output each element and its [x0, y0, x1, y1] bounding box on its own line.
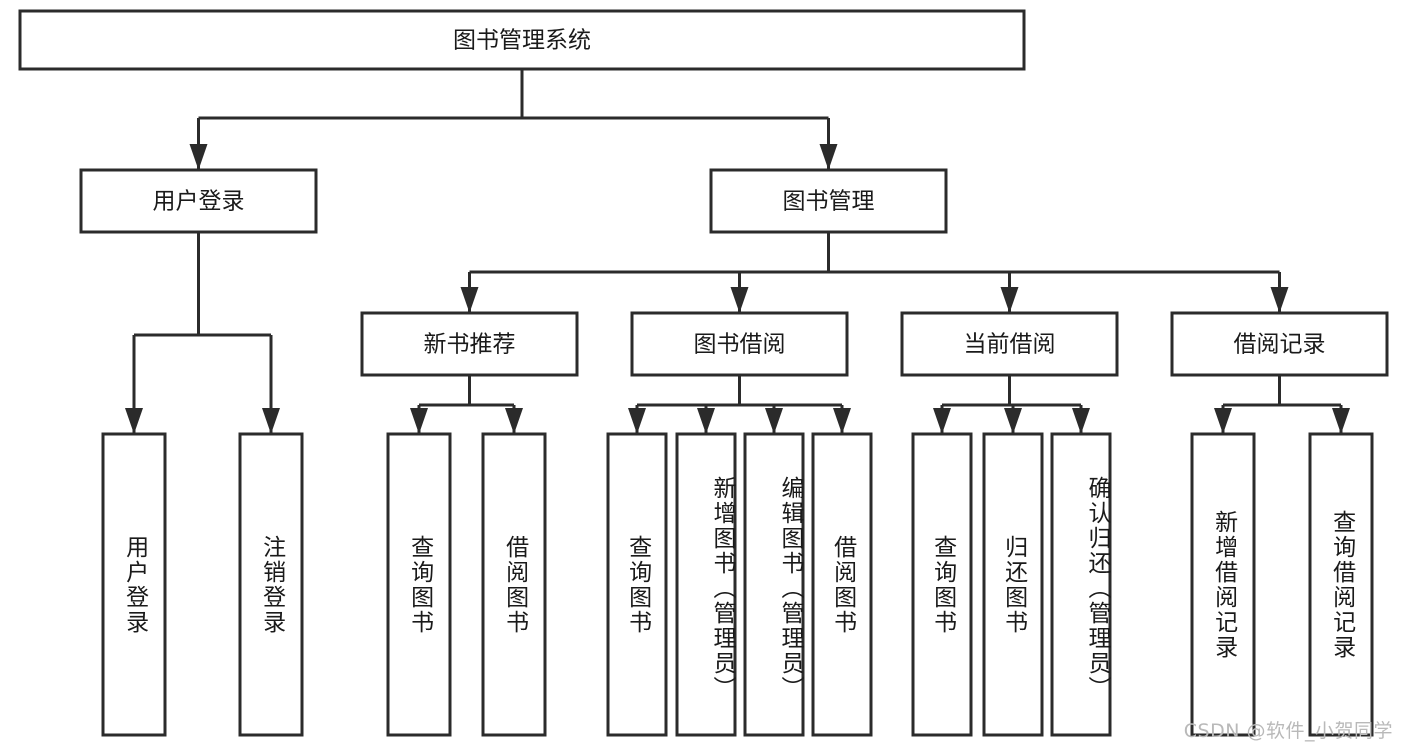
- arrow-head-leaf-edit-book-admin: [765, 408, 783, 434]
- node-box-borrow-record: [1170, 311, 1389, 377]
- node-box-new-book-recommend: [360, 311, 579, 377]
- node-box-root: [18, 9, 1026, 71]
- node-box-user-login: [79, 168, 318, 234]
- arrow-head-user-login: [189, 144, 208, 170]
- arrow-head-leaf-confirm-return-admin: [1072, 408, 1090, 434]
- arrow-head-leaf-query-book-3: [933, 408, 951, 434]
- node-label-root: 图书管理系统: [453, 28, 591, 54]
- node-label-book-manage: 图书管理: [783, 189, 875, 215]
- node-box-leaf-edit-book-admin: [743, 432, 805, 737]
- node-box-leaf-return-book: [982, 432, 1044, 737]
- arrow-head-new-book-recommend: [460, 287, 479, 313]
- arrow-head-leaf-borrow-book-1: [505, 408, 523, 434]
- node-label-user-login: 用户登录: [153, 189, 245, 215]
- node-label-borrow-record: 借阅记录: [1234, 332, 1326, 358]
- node-box-leaf-add-book-admin: [675, 432, 737, 737]
- node-box-book-borrow: [630, 311, 849, 377]
- node-box-leaf-borrow-book-1: [481, 432, 547, 737]
- arrow-head-current-borrow: [1000, 287, 1019, 313]
- node-box-leaf-user-login: [101, 432, 167, 737]
- arrow-head-leaf-logout-login: [262, 408, 280, 434]
- arrow-head-leaf-query-borrow-record: [1332, 408, 1350, 434]
- watermark-text: CSDN @软件_小贺同学: [1183, 720, 1393, 742]
- node-box-leaf-confirm-return-admin: [1050, 432, 1112, 737]
- node-box-leaf-logout-login: [238, 432, 304, 737]
- boxes-layer: [18, 9, 1389, 737]
- node-label-current-borrow: 当前借阅: [964, 332, 1056, 358]
- arrow-head-leaf-query-book-1: [410, 408, 428, 434]
- node-label-book-borrow: 图书借阅: [694, 332, 786, 358]
- arrow-head-borrow-record: [1270, 287, 1289, 313]
- arrow-head-leaf-user-login: [125, 408, 143, 434]
- arrow-head-leaf-add-book-admin: [697, 408, 715, 434]
- node-box-leaf-query-book-3: [911, 432, 973, 737]
- arrow-head-leaf-borrow-book-2: [833, 408, 851, 434]
- node-box-leaf-add-borrow-record: [1190, 432, 1256, 737]
- node-box-leaf-query-book-2: [606, 432, 668, 737]
- node-box-leaf-query-book-1: [386, 432, 452, 737]
- arrow-head-leaf-return-book: [1004, 408, 1022, 434]
- node-label-new-book-recommend: 新书推荐: [424, 332, 516, 358]
- arrow-head-leaf-query-book-2: [628, 408, 646, 434]
- node-box-current-borrow: [900, 311, 1119, 377]
- arrow-head-book-borrow: [730, 287, 749, 313]
- node-box-leaf-query-borrow-record: [1308, 432, 1374, 737]
- arrow-head-book-manage: [819, 144, 838, 170]
- arrow-head-leaf-add-borrow-record: [1214, 408, 1232, 434]
- node-box-book-manage: [709, 168, 948, 234]
- edges-layer: [125, 69, 1350, 434]
- node-box-leaf-borrow-book-2: [811, 432, 873, 737]
